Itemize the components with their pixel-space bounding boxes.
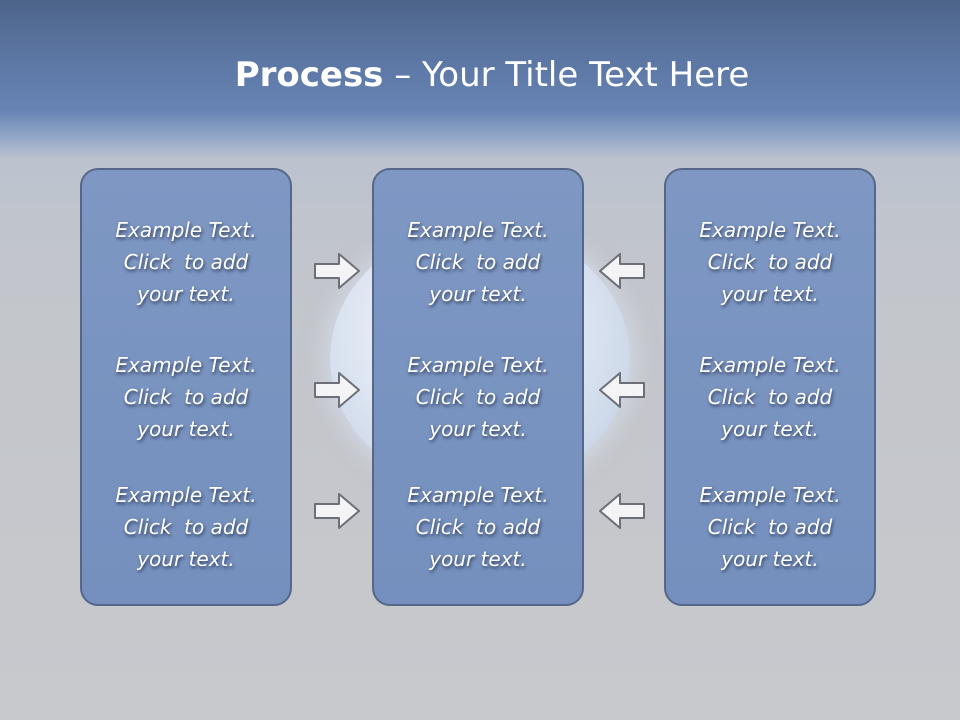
text-block[interactable]: Example Text. Click to add your text. — [374, 479, 582, 575]
text-line: Example Text. — [699, 353, 841, 377]
text-line: Example Text. — [115, 218, 257, 242]
arrow-right-icon — [313, 491, 361, 531]
text-line: Click to add — [123, 250, 249, 274]
text-block[interactable]: Example Text. Click to add your text. — [374, 214, 582, 310]
text-block[interactable]: Example Text. Click to add your text. — [82, 349, 290, 445]
text-line: your text. — [137, 547, 235, 571]
text-block[interactable]: Example Text. Click to add your text. — [666, 479, 874, 575]
text-line: Click to add — [707, 515, 833, 539]
text-line: your text. — [721, 282, 819, 306]
text-line: your text. — [429, 282, 527, 306]
text-line: Example Text. — [407, 483, 549, 507]
text-block[interactable]: Example Text. Click to add your text. — [666, 349, 874, 445]
text-line: your text. — [429, 547, 527, 571]
process-box-right[interactable]: Example Text. Click to add your text. Ex… — [664, 168, 876, 606]
text-line: Example Text. — [115, 483, 257, 507]
process-box-center[interactable]: Example Text. Click to add your text. Ex… — [372, 168, 584, 606]
slide-title[interactable]: Process – Your Title Text Here — [0, 52, 960, 98]
text-line: your text. — [429, 417, 527, 441]
slide-title-bold: Process — [234, 55, 384, 95]
arrow-left-icon — [598, 491, 646, 531]
text-line: Click to add — [707, 250, 833, 274]
text-line: your text. — [137, 282, 235, 306]
text-line: Click to add — [123, 385, 249, 409]
text-block[interactable]: Example Text. Click to add your text. — [666, 214, 874, 310]
text-block[interactable]: Example Text. Click to add your text. — [82, 214, 290, 310]
text-block[interactable]: Example Text. Click to add your text. — [82, 479, 290, 575]
text-line: Example Text. — [407, 353, 549, 377]
text-line: Click to add — [415, 250, 541, 274]
text-line: Click to add — [707, 385, 833, 409]
text-line: your text. — [721, 417, 819, 441]
arrow-left-icon — [598, 251, 646, 291]
text-line: Example Text. — [407, 218, 549, 242]
text-line: Example Text. — [115, 353, 257, 377]
arrow-right-icon — [313, 251, 361, 291]
process-box-left[interactable]: Example Text. Click to add your text. Ex… — [80, 168, 292, 606]
text-line: Click to add — [415, 515, 541, 539]
text-line: Click to add — [415, 385, 541, 409]
text-line: Click to add — [123, 515, 249, 539]
text-block[interactable]: Example Text. Click to add your text. — [374, 349, 582, 445]
text-line: your text. — [137, 417, 235, 441]
arrow-left-icon — [598, 370, 646, 410]
text-line: Example Text. — [699, 218, 841, 242]
slide-title-rest: – Your Title Text Here — [383, 55, 750, 95]
text-line: your text. — [721, 547, 819, 571]
arrow-right-icon — [313, 370, 361, 410]
text-line: Example Text. — [699, 483, 841, 507]
